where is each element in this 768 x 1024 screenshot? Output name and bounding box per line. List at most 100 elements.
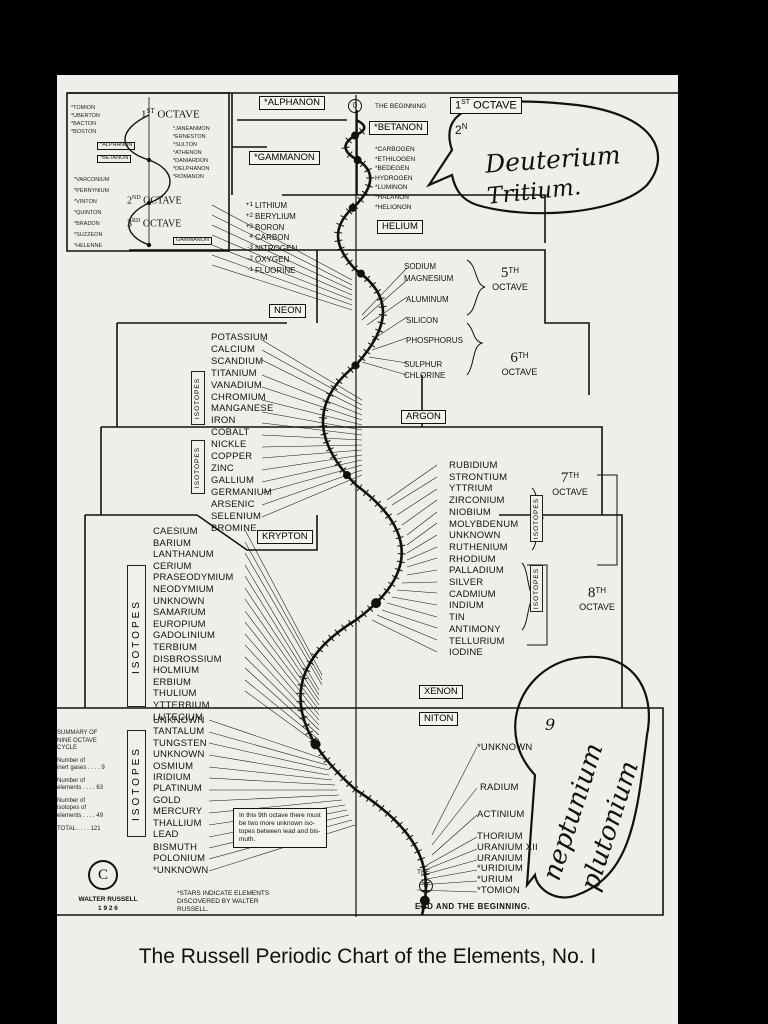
octave-8-isotopes-label: ISOTOPES	[131, 598, 143, 674]
element-tick	[334, 239, 343, 242]
first-octave-num: 1	[455, 99, 462, 112]
element-tick	[356, 484, 363, 492]
element-tick	[334, 231, 343, 234]
octave-8-element-9: GADOLINIUM	[153, 630, 216, 642]
octave-9-right-element-2: ACTINIUM	[477, 809, 525, 820]
element-tick	[334, 769, 341, 776]
copyright-letter: C	[97, 867, 108, 883]
element-tick	[395, 536, 404, 540]
eighth-octave-label: 8TH OCTAVE	[572, 585, 622, 613]
octave-6-element-11: ZINC	[211, 462, 234, 474]
element-tick	[363, 348, 371, 355]
ninth-octave-note: In this 9th octave there must be two mor…	[233, 808, 327, 848]
octave-9-right-element-7: *URIUM	[477, 874, 514, 886]
summary-total: TOTAL . . . . 121	[57, 826, 101, 832]
element-tick	[365, 794, 372, 802]
inset-right-top-4: *DANIARDON	[173, 158, 209, 164]
element-tick	[322, 400, 331, 404]
element-tick	[367, 342, 376, 348]
inset-left-bottom-6: *HELENNE	[74, 243, 103, 249]
inset-left-bottom-3: *QUINTON	[74, 210, 102, 216]
inset-right-top-1: *ERNESTON	[173, 134, 206, 140]
octave-3-marks: +1 +2 +3 4 -3 -2 -1	[235, 200, 253, 276]
octave-2-elements: *CARBOGEN *ETHILOGEN *BEDEGEN HYDROGEN *…	[375, 145, 415, 212]
summary-total-label: TOTAL	[57, 826, 76, 832]
first-octave-sup: ST	[461, 99, 471, 106]
end-zero-circle: 0	[419, 879, 433, 893]
element-tick	[378, 305, 387, 308]
summary-row-1-value: 63	[96, 785, 104, 791]
octave-8-isotopes: ISOTOPES	[127, 565, 146, 707]
summary-row-2-label3: elements	[57, 812, 82, 819]
element-tick	[320, 432, 329, 436]
element-tick	[384, 810, 391, 817]
octave-2-element-5: *HALANON	[375, 193, 409, 201]
octave-7-element-10: SILVER	[449, 577, 484, 589]
russell-chart-lines	[57, 92, 678, 917]
second-octave-marker: 2N	[455, 123, 467, 137]
octave-8-element-15: YTTERBIUM	[153, 699, 210, 711]
gammanon-label: *GAMMANON	[254, 152, 315, 163]
element-tick	[373, 289, 382, 294]
element-tick	[336, 246, 345, 251]
first-octave-word: OCTAVE	[473, 99, 517, 112]
xenon-box: XENON	[419, 685, 463, 700]
element-tick	[390, 815, 397, 823]
element-tick	[339, 467, 347, 473]
inset-octave-2-word: OCTAVE	[143, 195, 182, 207]
chart-page: *ALPHANON 0 THE BEGINNING 1ST OCTAVE *BE…	[57, 75, 678, 1024]
element-tick	[335, 378, 343, 385]
element-tick	[299, 675, 308, 680]
summary-row-1: Number of elements . . . . 63	[57, 777, 104, 792]
element-tick	[383, 588, 391, 594]
octave-6-isotopes-lower: ISOTOPES	[191, 440, 205, 494]
octave-3-element-1: BERYLIUM	[255, 211, 296, 221]
element-tick	[345, 137, 352, 144]
fifth-octave-num: 5	[500, 265, 509, 281]
element-tick	[410, 841, 418, 847]
inset-right-top-6: *ROMANON	[173, 174, 204, 180]
walter-russell-signature: WALTER RUSSELL 1 9 2 6	[73, 895, 143, 913]
octave-7-element-7: RUTHENIUM	[449, 541, 508, 553]
inset-left-bottom-5: *SUZZEON	[74, 232, 103, 238]
octave-8-element-4: PRASEODYMIUM	[153, 572, 234, 584]
octave-box-6	[116, 322, 287, 427]
octave-7-isotopes-upper: ISOTOPES	[530, 495, 543, 542]
summary-row-1-label2: elements	[57, 785, 82, 791]
element-tick	[372, 799, 379, 807]
seventh-octave-num: 7	[560, 470, 569, 486]
element-tick	[340, 215, 348, 221]
element-tick	[346, 151, 353, 158]
top-stem	[231, 93, 358, 195]
krypton-label: KRYPTON	[262, 531, 308, 542]
summary-panel: SUMMARY OF NINE OCTAVE CYCLE Number of i…	[57, 730, 105, 834]
octave-7-element-5: MOLYBDENUM	[449, 518, 519, 530]
octave-9-element-3: UNKNOWN	[153, 749, 205, 761]
summary-row-2-label1: Number of	[57, 797, 86, 804]
inset-octave-1-num: 1	[141, 108, 147, 121]
octave-9-element-0: UNKNOWN	[153, 715, 205, 726]
octave-7-element-0: RUBIDIUM	[449, 460, 498, 471]
element-tick	[328, 763, 336, 770]
octave-9-isotopes: ISOTOPES	[127, 730, 146, 837]
inset-octave-1-word: OCTAVE	[157, 108, 200, 121]
sixth-octave-num: 6	[510, 350, 518, 366]
octave-9-element-1: TANTALUM	[153, 726, 205, 738]
octave-4-element-4: PHOSPHORUS	[406, 336, 463, 345]
octave-box-4	[129, 249, 590, 395]
zero-circle: 0	[348, 99, 362, 113]
element-tick	[394, 567, 403, 572]
inert-gas-nodes	[310, 131, 430, 906]
octave-4-element-5: SULPHUR	[404, 360, 443, 369]
octave-9-element-2: TUNGSTEN	[153, 737, 207, 749]
summary-row-0-value: 9	[101, 765, 105, 771]
octave-7-element-12: INDIUM	[449, 600, 484, 612]
octave-6-element-6: MANGANESE	[211, 403, 274, 415]
inset-right-top-5: *DELPHANON	[173, 166, 210, 172]
element-tick	[392, 528, 401, 533]
inert-gas-node	[419, 895, 430, 906]
inset-right-top: *JANEANMON *ERNESTON *SULTON *ATHENON *D…	[173, 125, 210, 181]
element-tick	[361, 190, 370, 196]
octave-6-element-2: SCANDIUM	[211, 355, 264, 367]
octave-7-element-15: TELLURIUM	[449, 635, 505, 647]
